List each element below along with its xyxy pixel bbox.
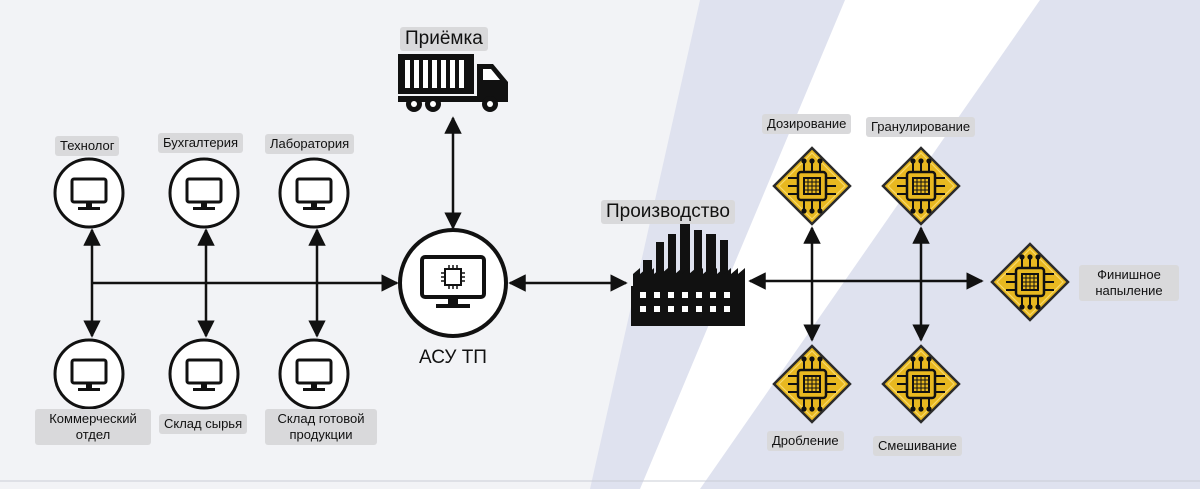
node-label-sklad-gotovoy: Склад готовой продукции — [265, 409, 377, 445]
node-label-asu-tp: АСУ ТП — [419, 347, 487, 368]
monitor-icon — [53, 157, 125, 229]
monitor-icon — [278, 338, 350, 410]
chip-diamond-icon — [990, 242, 1070, 322]
node-label-priemka: Приёмка — [400, 27, 488, 51]
node-label-tehnolog: Технолог — [55, 136, 120, 156]
factory-icon — [631, 222, 745, 326]
node-label-laboratoriya: Лаборатория — [265, 134, 355, 154]
monitor-icon — [278, 157, 350, 229]
chip-diamond-icon — [772, 146, 852, 226]
chip-diamond-icon — [881, 146, 961, 226]
node-label-proizvodstvo: Производство — [601, 200, 735, 224]
node-label-buhgalteriya: Бухгалтерия — [158, 133, 244, 153]
node-label-smeshivanie: Смешивание — [873, 436, 962, 456]
monitor-icon — [53, 338, 125, 410]
monitor-chip-icon — [398, 228, 508, 338]
chip-diamond-icon — [772, 344, 852, 424]
monitor-icon — [168, 157, 240, 229]
chip-diamond-icon — [881, 344, 961, 424]
node-label-droblenie: Дробление — [767, 431, 844, 451]
connections — [83, 116, 984, 342]
node-label-granulirovanie: Гранулирование — [866, 117, 976, 137]
node-label-finishnoe: Финишное напыление — [1079, 265, 1179, 301]
monitor-icon — [168, 338, 240, 410]
truck-icon — [398, 54, 508, 112]
node-label-kommercheskiy: Коммерческий отдел — [35, 409, 151, 445]
node-label-sklad-syrya: Склад сырья — [159, 414, 248, 434]
node-label-dozirovanie: Дозирование — [762, 114, 852, 134]
